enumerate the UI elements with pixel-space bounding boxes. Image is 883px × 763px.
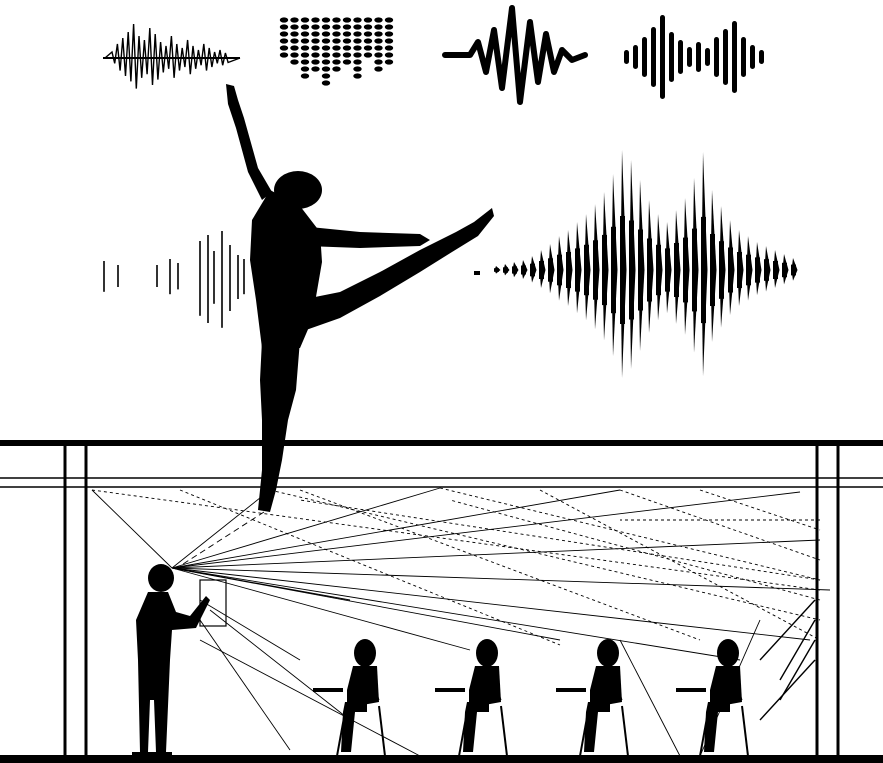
student-figure [313,639,385,756]
dotted-bars-waveform-icon [280,17,393,85]
right-pillar [817,446,838,755]
ballet-dancer-figure [226,84,494,512]
students-group [313,639,748,756]
sparse-spike-waveform-icon [104,231,244,328]
dense-burst-waveform-icon [474,150,798,378]
bar-burst-waveform-icon [624,15,764,99]
student-figure [676,639,748,756]
sound-ray-lines [92,488,830,756]
left-pillar [65,446,86,755]
wiggle-waveform-icon [445,8,585,102]
noisy-waveform-icon [103,24,240,89]
student-figure [435,639,507,756]
student-figure [556,639,628,756]
lecturer-figure [132,564,210,756]
